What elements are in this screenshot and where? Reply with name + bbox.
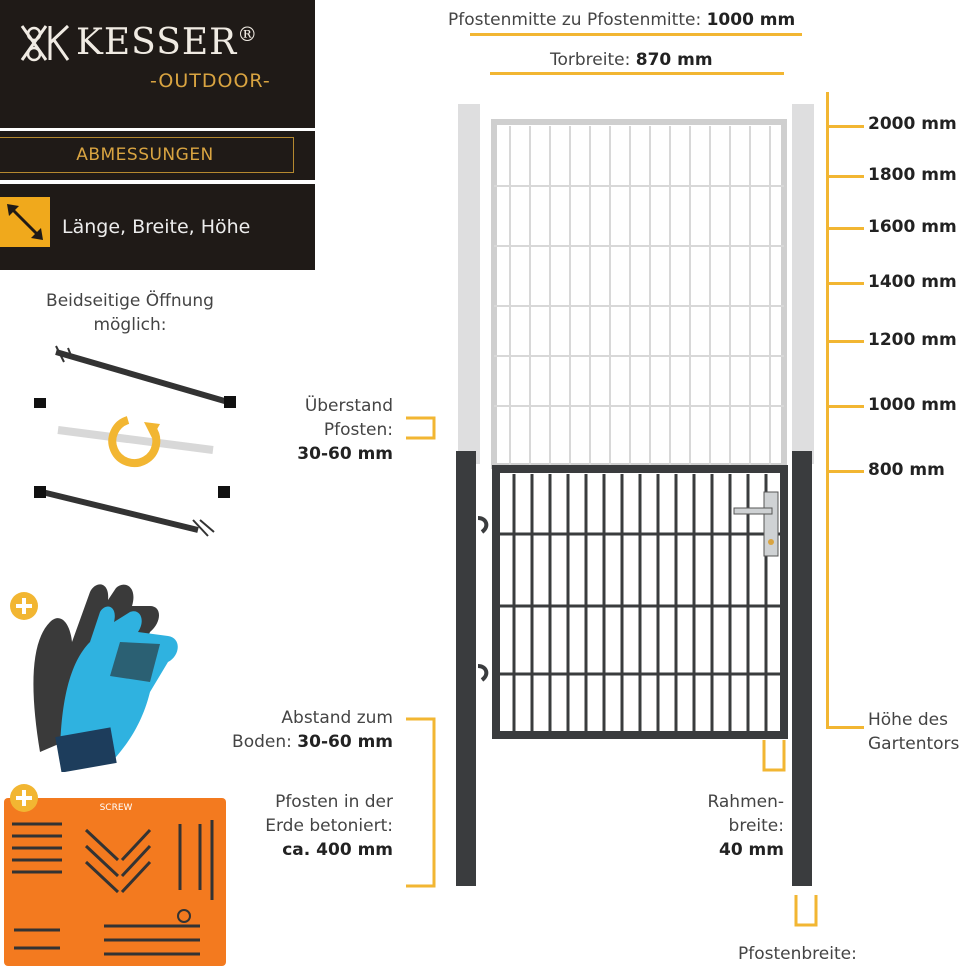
brand-header: [0, 0, 315, 128]
ghost-bar-icon: [57, 426, 214, 454]
height-tick-800: [826, 470, 864, 473]
post-center-dimension: Pfostenmitte zu Pfostenmitte: 1000 mm: [448, 8, 848, 32]
height-label-1400: 1400 mm: [868, 272, 957, 292]
gate-bar-lower-icon: [34, 486, 215, 537]
ghost-gate-heights: [458, 104, 814, 469]
frame-width-bracket: [762, 740, 786, 772]
height-tick-1800: [826, 175, 864, 178]
height-tick-gate: [826, 726, 864, 729]
post-center-line: [470, 33, 802, 36]
opening-text: Beidseitige Öffnung möglich:: [46, 291, 214, 335]
post-right-lower-icon: [218, 486, 230, 498]
height-tick-1400: [826, 282, 864, 285]
overhang-annotation: Überstand Pfosten: 30-60 mm: [297, 396, 393, 464]
height-label-1200: 1200 mm: [868, 330, 957, 350]
height-label-1600: 1600 mm: [868, 217, 957, 237]
height-tick-1600: [826, 227, 864, 230]
brand-subtitle: -OUTDOOR-: [150, 70, 271, 92]
swing-diagram: [34, 345, 236, 537]
height-tick-1000: [826, 405, 864, 408]
gate-illustration: [456, 104, 814, 886]
concrete-bracket: [406, 717, 436, 888]
gate-height-label: Höhe des Gartentors: [868, 710, 960, 754]
gate-bar-upper-icon: [55, 345, 236, 408]
section-header-frame: [0, 137, 294, 173]
height-tick-1200: [826, 340, 864, 343]
post-center-label: Pfostenmitte zu Pfostenmitte:: [448, 10, 702, 30]
height-label-1000: 1000 mm: [868, 395, 957, 415]
frame-width-annotation: Rahmen- breite: 40 mm: [707, 792, 784, 860]
post-left-upper-icon: [34, 398, 46, 408]
section-header-label: ABMESSUNGEN: [76, 145, 214, 165]
height-label-800: 800 mm: [868, 460, 945, 480]
gate-width-line: [490, 72, 784, 75]
post-width-label: Pfostenbreite:: [738, 944, 857, 964]
gate-width-dimension: Torbreite: 870 mm: [550, 48, 810, 72]
section-header-box: [0, 131, 315, 180]
gate-width-label: Torbreite:: [550, 50, 631, 70]
resize-arrows-icon: [0, 197, 50, 247]
height-tick-2000: [826, 125, 864, 128]
height-label-1800: 1800 mm: [868, 165, 957, 185]
brand-name: KESSER®: [76, 22, 259, 63]
height-label-2000: 2000 mm: [868, 114, 957, 134]
gate-frame: [492, 465, 788, 739]
gate-mesh: [500, 474, 780, 732]
left-post: [456, 451, 476, 886]
gate-width-value: 870 mm: [635, 50, 713, 70]
door-handle-icon: [733, 491, 779, 557]
right-post: [792, 451, 812, 886]
gate-hinge-icon: [477, 516, 489, 682]
gloves-image: [10, 584, 178, 772]
kesser-logo-icon: [20, 24, 70, 62]
height-axis-line: [826, 92, 829, 728]
screw-kit-image: SCREW: [4, 784, 226, 966]
dimensions-label: Länge, Breite, Höhe: [62, 216, 251, 238]
overhang-bracket: [406, 416, 436, 440]
rotate-arrow-icon: [108, 416, 161, 468]
ground-gap-annotation: Abstand zum Boden: 30-60 mm: [232, 708, 393, 752]
dimensions-box: [0, 184, 315, 270]
post-width-bracket: [794, 895, 818, 927]
screw-kit-label: SCREW: [100, 803, 133, 813]
concrete-annotation: Pfosten in der Erde betoniert: ca. 400 m…: [265, 792, 393, 860]
post-center-value: 1000 mm: [706, 10, 796, 30]
